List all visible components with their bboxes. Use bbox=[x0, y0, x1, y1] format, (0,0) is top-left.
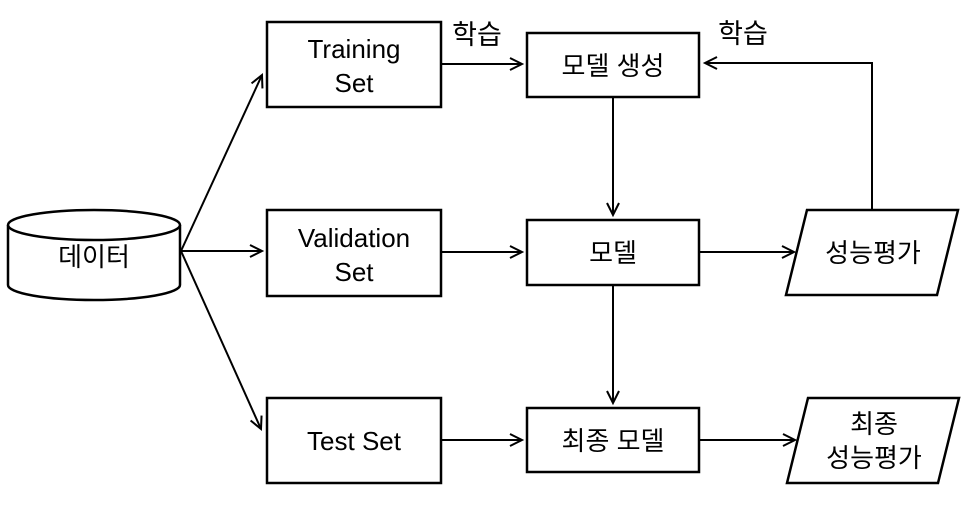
final-performance-eval-label-line2: 성능평가 bbox=[826, 443, 922, 473]
final-model-label: 최종 모델 bbox=[562, 426, 665, 456]
test-set-label: Test Set bbox=[307, 426, 402, 456]
node-training-set: Training Set bbox=[265, 20, 443, 109]
model-creation-box bbox=[525, 31, 701, 99]
cylinder-top bbox=[6, 208, 182, 242]
edge-data-to-test-set bbox=[180, 250, 263, 432]
edge-performance-eval-to-model-creation bbox=[702, 56, 873, 210]
training-set-label-line2: Set bbox=[334, 68, 374, 98]
model-box bbox=[525, 218, 701, 287]
edge-label-learning-left: 학습 bbox=[452, 20, 502, 50]
final-performance-eval-parallelogram bbox=[785, 396, 961, 485]
performance-eval-label: 성능평가 bbox=[825, 238, 921, 268]
node-data-cylinder: 데이터 bbox=[6, 208, 182, 302]
edge-label-learning-right: 학습 bbox=[718, 19, 768, 49]
node-final-model: 최종 모델 bbox=[525, 406, 701, 474]
model-creation-label: 모델 생성 bbox=[562, 51, 665, 81]
edge-data-to-training-set bbox=[180, 72, 264, 252]
validation-set-label-line2: Set bbox=[334, 257, 374, 287]
node-validation-set: Validation Set bbox=[265, 208, 443, 298]
final-model-box bbox=[525, 406, 701, 474]
validation-set-label-line1: Validation bbox=[298, 223, 410, 253]
node-model: 모델 bbox=[525, 218, 701, 287]
cylinder-body bbox=[6, 225, 182, 302]
final-performance-eval-label-line1: 최종 bbox=[850, 409, 898, 439]
node-final-performance-eval: 최종 성능평가 bbox=[785, 396, 961, 485]
node-data-label: 데이터 bbox=[58, 242, 130, 272]
training-set-box bbox=[265, 20, 443, 109]
node-performance-eval: 성능평가 bbox=[784, 208, 960, 297]
node-model-creation: 모델 생성 bbox=[525, 31, 701, 99]
training-set-label-line1: Training bbox=[308, 34, 401, 64]
validation-set-box bbox=[265, 208, 443, 298]
model-label: 모델 bbox=[589, 238, 637, 268]
test-set-box bbox=[265, 396, 443, 485]
performance-eval-parallelogram bbox=[784, 208, 960, 297]
node-test-set: Test Set bbox=[265, 396, 443, 485]
